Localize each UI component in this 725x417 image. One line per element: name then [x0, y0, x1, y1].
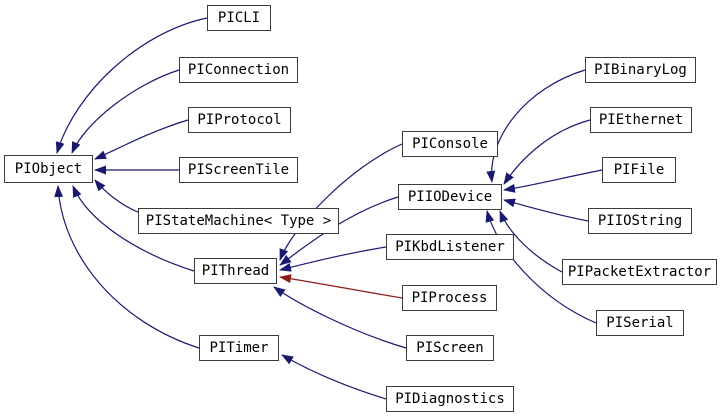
inheritance-edge-PIScreen-to-PIThread — [273, 286, 407, 349]
inheritance-edge-PIBinaryLog-to-PIIODevice — [486, 69, 586, 183]
class-node-PIThread[interactable]: PIThread — [194, 258, 277, 284]
class-node-PIStateMachine[interactable]: PIStateMachine< Type > — [138, 208, 339, 234]
class-node-PIBinaryLog[interactable]: PIBinaryLog — [585, 57, 696, 83]
inheritance-edge-PITimer-to-PIObject — [54, 185, 200, 349]
class-node-PIIOString[interactable]: PIIOString — [588, 208, 692, 234]
inheritance-edge-PIDiagnostics-to-PITimer — [281, 354, 387, 400]
class-node-PIScreenTile[interactable]: PIScreenTile — [179, 157, 298, 183]
inheritance-edge-PIConsole-to-PIThread — [279, 143, 403, 261]
inheritance-edge-PIStateMachine-to-PIObject — [94, 179, 141, 214]
inheritance-edge-PIFile-to-PIIODevice — [503, 169, 603, 193]
class-node-PIDiagnostics[interactable]: PIDiagnostics — [386, 386, 514, 412]
class-node-PIConnection[interactable]: PIConnection — [179, 57, 298, 83]
class-node-PICLI[interactable]: PICLI — [207, 5, 271, 31]
class-node-PIObject[interactable]: PIObject — [4, 155, 93, 183]
inheritance-edge-PIKbdListener-to-PIThread — [279, 246, 387, 272]
class-node-PIConsole[interactable]: PIConsole — [402, 131, 498, 157]
class-node-PIKbdListener[interactable]: PIKbdListener — [386, 234, 514, 260]
class-node-PIPacketExtractor[interactable]: PIPacketExtractor — [562, 259, 717, 285]
class-node-PITimer[interactable]: PITimer — [199, 335, 279, 361]
class-node-PIEthernet[interactable]: PIEthernet — [590, 107, 692, 133]
inheritance-edge-PIThread-to-PIObject — [72, 185, 195, 272]
class-node-PIProtocol[interactable]: PIProtocol — [188, 107, 291, 133]
inheritance-edge-PIIOString-to-PIIODevice — [503, 198, 589, 222]
inheritance-edge-PIProcess-to-PIThread — [279, 274, 403, 299]
inheritance-edge-PISerial-to-PIIODevice — [485, 210, 597, 324]
class-node-PIIODevice[interactable]: PIIODevice — [398, 184, 502, 210]
inheritance-edge-PICLI-to-PIObject — [55, 17, 208, 154]
inheritance-edge-PIPacketExtractor-to-PIIODevice — [499, 210, 563, 273]
class-node-PISerial[interactable]: PISerial — [596, 310, 684, 336]
class-node-PIScreen[interactable]: PIScreen — [406, 335, 494, 361]
inheritance-edge-PIProtocol-to-PIObject — [94, 119, 189, 160]
class-node-PIFile[interactable]: PIFile — [602, 157, 676, 183]
inheritance-edge-PIConnection-to-PIObject — [71, 69, 180, 154]
inheritance-edge-PIEthernet-to-PIIODevice — [503, 119, 591, 185]
class-node-PIProcess[interactable]: PIProcess — [402, 285, 497, 311]
